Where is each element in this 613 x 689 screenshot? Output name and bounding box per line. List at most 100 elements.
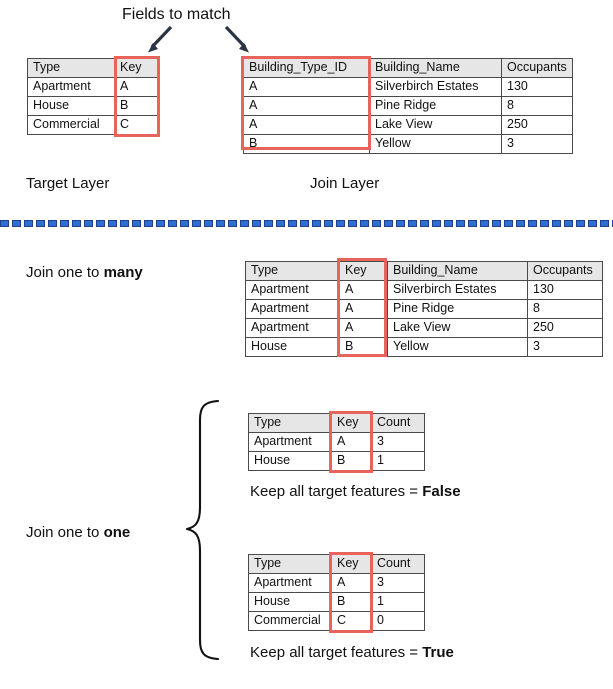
table-cell: Apartment [248, 573, 332, 593]
column-header: Type [248, 413, 332, 433]
table-cell: B [243, 134, 370, 154]
divider-dash [144, 220, 153, 227]
table-cell: Silverbirch Estates [369, 77, 502, 97]
divider-dash [384, 220, 393, 227]
divider-dash [540, 220, 549, 227]
table-cell: Silverbirch Estates [387, 280, 528, 300]
divider-dash [288, 220, 297, 227]
table-cell: 0 [371, 611, 425, 631]
column-header: Type [248, 554, 332, 574]
fields-to-match-label: Fields to match [122, 6, 231, 23]
table-cell: House [248, 592, 332, 612]
column-header: Key [114, 58, 159, 78]
divider-dash [492, 220, 501, 227]
keep-all-false-value: False [422, 483, 461, 500]
table-cell: 3 [371, 573, 425, 593]
table-cell: 3 [371, 432, 425, 452]
divider-dash [468, 220, 477, 227]
keep-all-true-prefix: Keep all target features = [250, 644, 423, 661]
table-cell: 3 [501, 134, 573, 154]
divider-dash [480, 220, 489, 227]
table-cell: A [339, 299, 388, 319]
column-header: Count [371, 413, 425, 433]
join-one-to-one-emphasis: one [103, 524, 131, 541]
table-cell: Apartment [245, 318, 340, 338]
column-header: Building_Name [369, 58, 502, 78]
table-cell: A [243, 115, 370, 135]
divider-dash [576, 220, 585, 227]
table-cell: Pine Ridge [369, 96, 502, 116]
column-header: Type [27, 58, 115, 78]
divider-dash [360, 220, 369, 227]
column-header: Type [245, 261, 340, 281]
table-cell: 250 [501, 115, 573, 135]
keep-all-false-label: Keep all target features = False [250, 483, 461, 501]
keep-all-false-prefix: Keep all target features = [250, 483, 423, 500]
divider-dash [516, 220, 525, 227]
table-cell: 3 [527, 337, 603, 357]
join-one-to-many-prefix: Join one to [26, 264, 104, 281]
table-cell: Apartment [27, 77, 115, 97]
table-cell: Apartment [245, 299, 340, 319]
divider-dash [84, 220, 93, 227]
divider-dash [252, 220, 261, 227]
keep-all-true-value: True [422, 644, 454, 661]
column-header: Key [331, 554, 372, 574]
table-cell: B [114, 96, 159, 116]
divider-dash [564, 220, 573, 227]
table-cell: B [331, 592, 372, 612]
divider-dash [372, 220, 381, 227]
join-layer-label: Join Layer [310, 175, 380, 192]
divider-dash [60, 220, 69, 227]
divider-dash [156, 220, 165, 227]
table-cell: A [243, 77, 370, 97]
divider-dash [444, 220, 453, 227]
divider-dash [228, 220, 237, 227]
join-one-to-many-emphasis: many [103, 264, 143, 281]
table-cell: C [114, 115, 159, 135]
divider-dash [120, 220, 129, 227]
divider-dash [24, 220, 33, 227]
section-divider [0, 220, 613, 227]
divider-dash [336, 220, 345, 227]
table-cell: Commercial [27, 115, 115, 135]
join-one-to-many-label: Join one to many [26, 264, 143, 282]
divider-dash [528, 220, 537, 227]
divider-dash [108, 220, 117, 227]
divider-dash [0, 220, 9, 227]
divider-dash [48, 220, 57, 227]
table-cell: House [27, 96, 115, 116]
table-cell: House [245, 337, 340, 357]
divider-dash [600, 220, 609, 227]
table-cell: A [243, 96, 370, 116]
divider-dash [324, 220, 333, 227]
table-cell: Lake View [387, 318, 528, 338]
column-header: Count [371, 554, 425, 574]
join-one-to-one-prefix: Join one to [26, 524, 104, 541]
table-cell: Pine Ridge [387, 299, 528, 319]
divider-dash [552, 220, 561, 227]
join-one-to-one-label: Join one to one [26, 524, 131, 542]
table-cell: Lake View [369, 115, 502, 135]
divider-dash [204, 220, 213, 227]
target-layer-label: Target Layer [26, 175, 110, 192]
divider-dash [168, 220, 177, 227]
divider-dash [12, 220, 21, 227]
table-cell: Yellow [369, 134, 502, 154]
divider-dash [96, 220, 105, 227]
